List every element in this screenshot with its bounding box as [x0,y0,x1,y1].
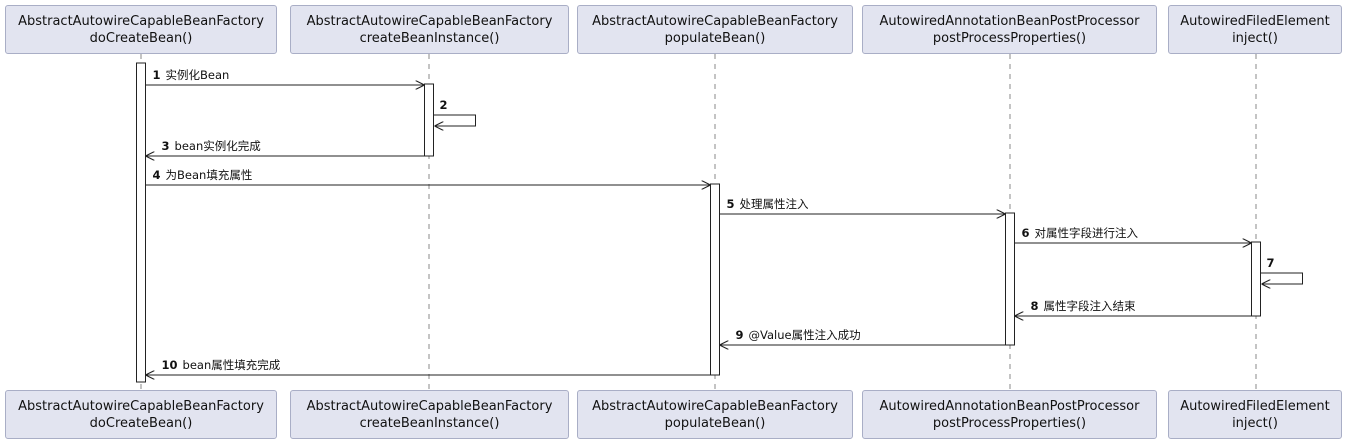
message-label: 7 [1267,256,1275,270]
participant-name: AutowiredAnnotationBeanPostProcessor [879,398,1140,414]
self-message-arrow [1260,272,1303,284]
message-10: 10 bean属性填充完成 [145,358,711,375]
message-1: 1 实例化Bean [145,68,425,85]
message-2: 2 [433,98,476,126]
participant-name: AutowiredFiledElement [1180,13,1330,29]
message-label: 1 实例化Bean [153,68,230,82]
message-text: 处理属性注入 [740,197,809,211]
message-5: 5 处理属性注入 [719,197,1006,214]
participant-method: doCreateBean() [89,30,193,46]
message-4: 4 为Bean填充属性 [145,168,711,185]
message-text: 属性字段注入结束 [1044,299,1136,313]
message-number: 1 [153,68,161,82]
message-label: 8 属性字段注入结束 [1031,299,1137,313]
participant-name: AutowiredAnnotationBeanPostProcessor [879,13,1140,29]
message-number: 9 [736,328,744,342]
participant-name: AbstractAutowireCapableBeanFactory [306,13,553,29]
participant-name: AutowiredFiledElement [1180,398,1330,414]
message-text: 为Bean填充属性 [166,168,253,182]
message-number: 10 [162,358,178,372]
participant-name: AbstractAutowireCapableBeanFactory [306,398,553,414]
message-text: @Value属性注入成功 [749,328,861,342]
participant-method: createBeanInstance() [359,30,500,46]
message-label: 5 处理属性注入 [727,197,810,211]
message-7: 7 [1260,256,1303,284]
message-text: bean实例化完成 [175,139,262,153]
message-number: 6 [1022,226,1030,240]
message-label: 4 为Bean填充属性 [153,168,253,182]
message-label: 3 bean实例化完成 [162,139,262,153]
activation-bar [710,183,720,376]
participant-name: AbstractAutowireCapableBeanFactory [18,398,264,414]
participant-name: AbstractAutowireCapableBeanFactory [592,13,838,29]
participant-method: postProcessProperties() [932,30,1087,46]
message-6: 6 对属性字段进行注入 [1014,226,1252,243]
message-text: 对属性字段进行注入 [1035,226,1139,240]
message-text: 实例化Bean [166,68,230,82]
message-8: 8 属性字段注入结束 [1014,299,1252,316]
participant-method: populateBean() [664,30,766,46]
activation-bar [1251,241,1261,317]
participant-method: postProcessProperties() [932,415,1087,431]
message-9: 9 @Value属性注入成功 [719,328,1006,345]
message-label: 6 对属性字段进行注入 [1022,226,1139,240]
message-number: 3 [162,139,170,153]
participant-name: AbstractAutowireCapableBeanFactory [592,398,838,414]
participant-method: inject() [1232,30,1278,46]
message-text: bean属性填充完成 [183,358,281,372]
activation-bar [136,62,146,383]
message-label: 2 [440,98,448,112]
message-label: 10 bean属性填充完成 [162,358,281,372]
message-number: 8 [1031,299,1039,313]
message-label: 9 @Value属性注入成功 [736,328,861,342]
message-number: 5 [727,197,735,211]
participant-method: inject() [1232,415,1278,431]
self-message-arrow [433,114,476,126]
participant-method: createBeanInstance() [359,415,500,431]
message-number: 4 [153,168,161,182]
message-3: 3 bean实例化完成 [145,139,425,156]
activation-bar [1005,212,1015,346]
participant-name: AbstractAutowireCapableBeanFactory [18,13,264,29]
message-number: 7 [1267,256,1275,270]
participant-method: doCreateBean() [89,415,193,431]
participant-method: populateBean() [664,415,766,431]
message-number: 2 [440,98,448,112]
activation-bar [424,83,434,157]
